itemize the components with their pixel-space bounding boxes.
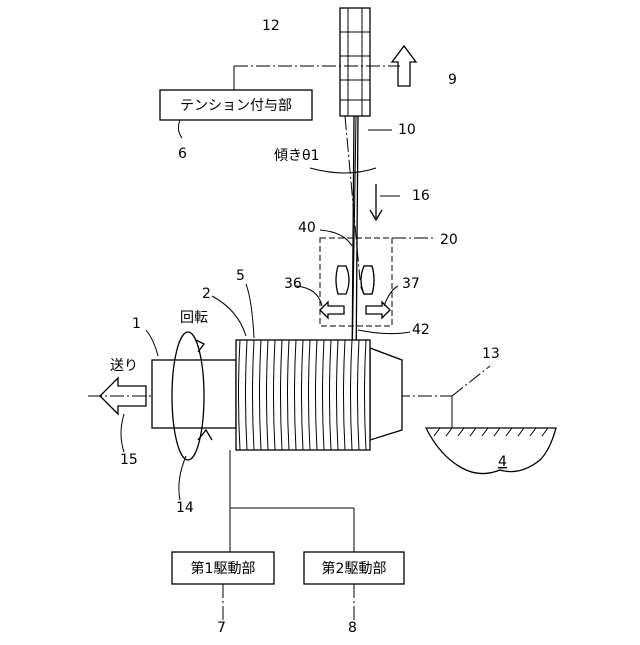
drive2-box: 第2駆動部	[304, 552, 404, 584]
label-rotation: 回転	[180, 310, 208, 326]
leader-2	[212, 296, 246, 336]
drive-connections	[230, 450, 354, 552]
table-hatch	[434, 428, 548, 436]
table-body	[426, 428, 556, 474]
right-arrow-icon	[366, 302, 390, 318]
label-5: 5	[236, 268, 245, 284]
label-8: 8	[348, 620, 357, 636]
label-tilt: 傾きθ1	[274, 148, 319, 164]
label-20: 20	[440, 232, 458, 248]
leader-5	[246, 284, 254, 338]
label-12: 12	[262, 18, 280, 34]
leader-42	[358, 330, 410, 334]
label-7: 7	[217, 620, 226, 636]
label-send: 送り	[110, 358, 138, 374]
tension-box: テンション付与部	[160, 90, 312, 120]
drive1-label: 第1駆動部	[191, 560, 256, 577]
left-arrow-icon	[320, 302, 344, 318]
leader-37	[384, 286, 398, 306]
label-16: 16	[412, 188, 430, 204]
label-40: 40	[298, 220, 316, 236]
leader-6	[178, 120, 182, 138]
tension-box-label: テンション付与部	[180, 98, 292, 114]
label-2: 2	[202, 286, 211, 302]
drive2-label: 第2駆動部	[322, 560, 387, 577]
label-10: 10	[398, 122, 416, 138]
guide-rollers	[336, 266, 374, 294]
spindle-end-cap	[370, 348, 402, 440]
label-13: 13	[482, 346, 500, 362]
label-15: 15	[120, 452, 138, 468]
label-6: 6	[178, 146, 187, 162]
leader-14	[179, 456, 186, 500]
leader-13	[452, 366, 490, 396]
label-4: 4	[498, 454, 507, 470]
label-42: 42	[412, 322, 430, 338]
label-36: 36	[284, 276, 302, 292]
tension-pulley	[340, 8, 370, 116]
leader-15	[121, 414, 124, 452]
drive1-box: 第1駆動部	[172, 552, 274, 584]
label-1: 1	[132, 316, 141, 332]
leader-1	[146, 330, 158, 356]
label-37: 37	[402, 276, 420, 292]
coil-body	[236, 340, 370, 450]
spindle-shaft	[152, 360, 236, 428]
label-9: 9	[448, 72, 457, 88]
label-14: 14	[176, 500, 194, 516]
tilt-arc	[310, 168, 376, 173]
